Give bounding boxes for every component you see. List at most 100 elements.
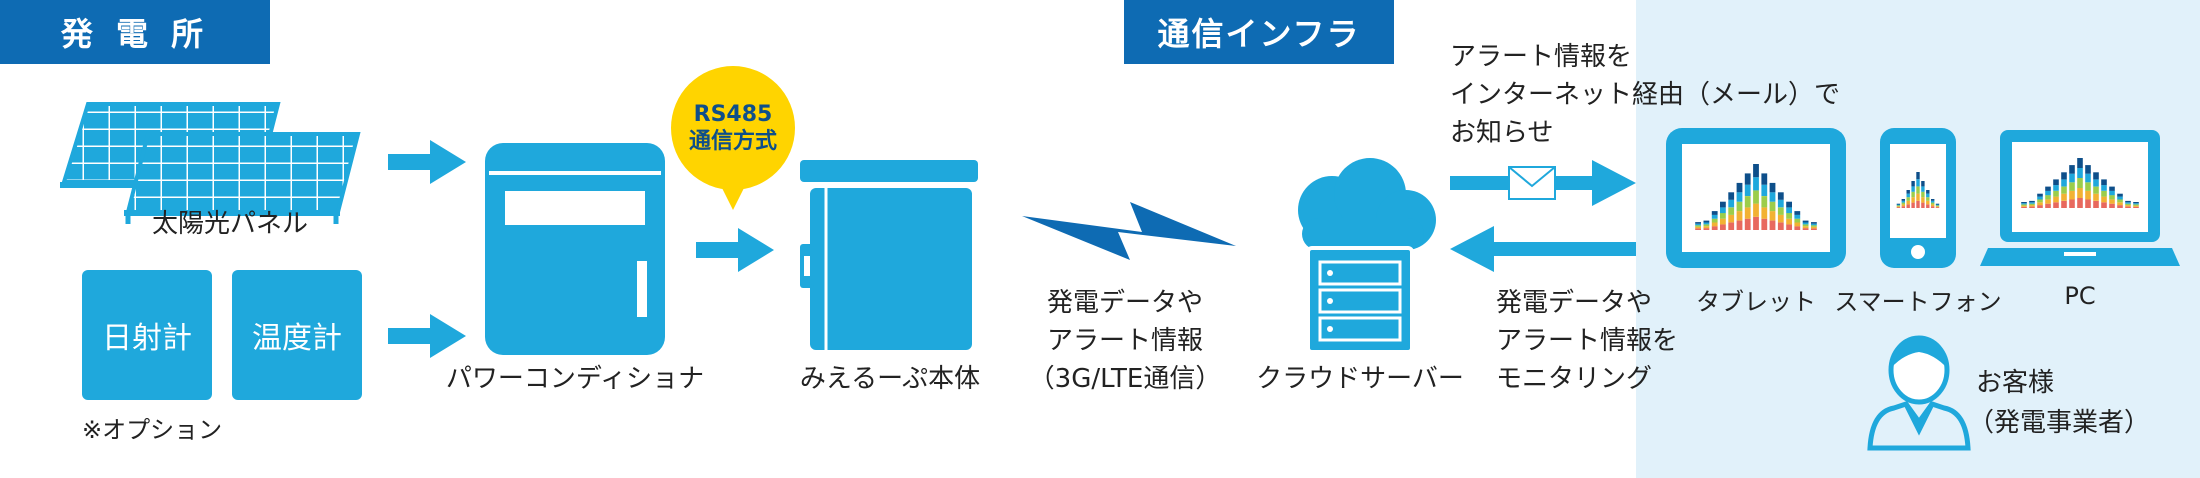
chart-bar-segment xyxy=(1916,186,1920,194)
alert-line1: アラート情報を xyxy=(1450,42,1633,72)
chart-bar-segment xyxy=(1926,193,1930,198)
chart-bar-segment xyxy=(2069,173,2075,183)
chart-bar-segment xyxy=(1802,226,1809,229)
chart-bar-segment xyxy=(1703,220,1710,223)
chart-bar-segment xyxy=(2069,165,2075,174)
chart-bar-segment xyxy=(1744,184,1751,196)
chart-bar-segment xyxy=(1761,196,1768,208)
chart-bar-segment xyxy=(2093,179,2099,187)
chart-bar-segment xyxy=(1794,214,1801,219)
monitor-line3: モニタリング xyxy=(1496,364,1653,394)
chart-bar-segment xyxy=(1720,218,1726,225)
chart-bar-segment xyxy=(1896,207,1901,208)
chart-bar-segment xyxy=(2069,182,2075,191)
chart-bar-segment xyxy=(2101,196,2107,203)
customer-line2: （発電事業者） xyxy=(1968,408,2151,438)
chart-bar-segment xyxy=(1786,218,1792,225)
chart-bar-segment xyxy=(1777,199,1784,208)
chart-bar-segment xyxy=(1931,204,1935,207)
chart-bar-segment xyxy=(1711,214,1718,219)
chart-bar-segment xyxy=(1906,193,1910,198)
chart-bar-segment xyxy=(1931,202,1935,205)
chart-bar-segment xyxy=(1744,218,1751,230)
chart-bar-segment xyxy=(2109,190,2115,196)
chart-bar-segment xyxy=(2045,195,2051,200)
chart-bar-segment xyxy=(2053,179,2059,186)
chart-bar-segment xyxy=(1916,179,1920,187)
tablet-icon xyxy=(1666,128,1846,268)
chart-bar-segment xyxy=(2069,199,2075,208)
chart-bar-segment xyxy=(2045,186,2051,191)
chart-bar-segment xyxy=(2085,199,2091,208)
wireless-signal-icon xyxy=(1022,202,1236,260)
chart-bar-segment xyxy=(1703,224,1710,227)
chart-bar-segment xyxy=(2053,190,2059,197)
cloud-server-icon xyxy=(1298,158,1436,354)
chart-bar-segment xyxy=(2029,203,2035,206)
chart-bar-segment xyxy=(2093,186,2099,194)
chart-bar-segment xyxy=(2045,203,2051,208)
chart-bar-segment xyxy=(1711,226,1718,230)
chart-bar-segment xyxy=(1811,228,1817,230)
chart-bar-segment xyxy=(1896,204,1901,206)
power-conditioner-icon xyxy=(485,143,665,355)
chart-bar-segment xyxy=(2077,178,2083,188)
chart-bar-segment xyxy=(1777,214,1784,223)
rs485-bubble: RS485 通信方式 xyxy=(671,66,795,216)
chart-bar-segment xyxy=(1901,204,1905,207)
chart-bar-segment xyxy=(2029,206,2035,208)
chart-bar-segment xyxy=(1802,224,1809,227)
chart-bar-segment xyxy=(2125,200,2131,203)
chart-bar-segment xyxy=(2109,199,2115,204)
arrow-right-icon xyxy=(388,140,466,184)
chart-bar-segment xyxy=(1896,203,1901,205)
chart-bar-segment xyxy=(2077,168,2083,178)
power-conditioner-label: パワーコンディショナ xyxy=(445,364,705,394)
chart-bar-segment xyxy=(1720,207,1726,214)
chart-bar-segment xyxy=(2021,203,2027,205)
chart-bar-segment xyxy=(2133,206,2139,208)
chart-bar-segment xyxy=(1728,222,1735,230)
smartphone-label: スマートフォン xyxy=(1834,288,2002,316)
arrow-left-icon xyxy=(1450,226,1636,272)
chart-bar-segment xyxy=(2077,158,2083,168)
chart-bar-segment xyxy=(2037,205,2043,208)
chart-bar-segment xyxy=(2101,179,2107,186)
chart-bar-segment xyxy=(1811,225,1817,227)
chart-bar-segment xyxy=(1901,202,1905,205)
monitor-line2: アラート情報を xyxy=(1496,326,1679,356)
chart-bar-segment xyxy=(1916,172,1920,180)
chart-bar-segment xyxy=(1761,184,1768,196)
chart-bar-segment xyxy=(1926,197,1930,201)
chart-bar-segment xyxy=(2037,202,2043,206)
pyranometer-box: 日射計 xyxy=(82,270,212,400)
chart-bar-segment xyxy=(2109,195,2115,200)
chart-bar-segment xyxy=(1761,173,1768,185)
chart-bar-segment xyxy=(1695,225,1701,227)
chart-bar-segment xyxy=(1769,211,1776,221)
chart-bar-segment xyxy=(1720,201,1726,208)
chart-bar-segment xyxy=(2085,165,2091,174)
chart-bar-segment xyxy=(1802,222,1809,225)
phone-chart xyxy=(1896,172,1940,208)
chart-bar-segment xyxy=(1728,207,1735,215)
customer-line1: お客様 xyxy=(1976,368,2055,398)
chart-bar-segment xyxy=(1794,226,1801,230)
chart-bar-segment xyxy=(1728,214,1735,223)
mail-icon xyxy=(1508,166,1556,200)
monitoring-unit-icon xyxy=(800,160,978,350)
chart-bar-segment xyxy=(1761,218,1768,230)
chart-bar-segment xyxy=(1802,228,1809,230)
chart-bar-segment xyxy=(1906,190,1910,194)
chart-bar-segment xyxy=(1811,222,1817,224)
chart-bar-segment xyxy=(2117,205,2123,208)
chart-bar-segment xyxy=(1728,199,1735,208)
chart-bar-segment xyxy=(1901,199,1905,201)
tablet-label: タブレット xyxy=(1696,288,1816,316)
pyranometer-label: 日射計 xyxy=(102,321,192,356)
chart-bar-segment xyxy=(2125,203,2131,206)
chart-bar-segment xyxy=(1911,202,1915,208)
chart-bar-segment xyxy=(2133,202,2139,204)
chart-bar-segment xyxy=(2117,199,2123,203)
chart-bar-segment xyxy=(2053,196,2059,203)
